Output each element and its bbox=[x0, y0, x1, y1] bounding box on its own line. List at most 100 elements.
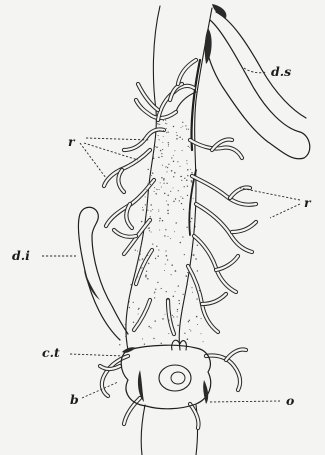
stipple-dot bbox=[129, 307, 130, 308]
stipple-dot bbox=[150, 210, 151, 211]
stipple-dot bbox=[158, 157, 160, 159]
stipple-dot bbox=[142, 258, 143, 259]
stipple-dot bbox=[187, 195, 188, 196]
stipple-dot bbox=[156, 246, 157, 247]
stipple-dot bbox=[189, 147, 190, 148]
stipple-dot bbox=[142, 338, 143, 339]
stipple-dot bbox=[149, 230, 150, 231]
stipple-dot bbox=[135, 279, 136, 280]
stipple-dot bbox=[163, 120, 164, 121]
leader-o bbox=[210, 401, 280, 402]
stipple-dot bbox=[190, 169, 191, 170]
stipple-dot bbox=[166, 291, 167, 292]
stipple-dot bbox=[146, 227, 147, 228]
stipple-dot bbox=[196, 298, 197, 299]
stipple-dot bbox=[130, 284, 132, 286]
stipple-dot bbox=[157, 189, 158, 190]
stipple-dot bbox=[137, 251, 138, 252]
stipple-dot bbox=[173, 155, 174, 156]
stipple-dot bbox=[156, 189, 157, 190]
stipple-dot bbox=[167, 167, 168, 168]
basal-region bbox=[121, 340, 210, 409]
stipple-dot bbox=[148, 228, 149, 229]
stipple-dot bbox=[166, 309, 167, 310]
stipple-dot bbox=[175, 198, 176, 199]
stipple-dot bbox=[195, 226, 196, 227]
stipple-dot bbox=[187, 175, 188, 176]
stipple-dot bbox=[170, 238, 171, 239]
stipple-dot bbox=[141, 221, 143, 223]
stipple-dot bbox=[166, 166, 167, 167]
stipple-dot bbox=[154, 320, 155, 321]
stipple-dot bbox=[163, 136, 164, 137]
stipple-dot bbox=[179, 137, 181, 139]
stipple-dot bbox=[182, 150, 183, 151]
stipple-dot bbox=[177, 325, 179, 327]
stipple-dot bbox=[168, 164, 169, 165]
stipple-dot bbox=[187, 169, 189, 171]
stipple-dot bbox=[137, 321, 138, 322]
stipple-dot bbox=[163, 178, 164, 179]
stipple-dot bbox=[170, 191, 171, 192]
stipple-dot bbox=[164, 270, 165, 271]
stipple-dot bbox=[167, 195, 169, 197]
stipple-dot bbox=[153, 158, 155, 160]
label-r-left: r bbox=[68, 134, 76, 149]
stipple-dot bbox=[162, 142, 163, 143]
stipple-dot bbox=[165, 250, 166, 251]
stipple-dot bbox=[188, 129, 189, 130]
stipple-dot bbox=[147, 169, 148, 170]
stipple-dot bbox=[182, 198, 183, 199]
stipple-dot bbox=[191, 172, 192, 173]
stipple-dot bbox=[154, 187, 155, 188]
stipple-dot bbox=[175, 291, 176, 292]
stipple-dot bbox=[150, 216, 151, 217]
stipple-dot bbox=[160, 343, 161, 344]
stipple-dot bbox=[166, 255, 168, 257]
stipple-dot bbox=[147, 278, 149, 280]
stipple-dot bbox=[158, 249, 159, 250]
stipple-dot bbox=[167, 299, 169, 301]
stipple-dot bbox=[135, 249, 136, 250]
stipple-dot bbox=[187, 272, 188, 273]
stipple-dot bbox=[179, 200, 180, 201]
stipple-dot bbox=[190, 330, 191, 331]
stipple-dot bbox=[161, 177, 163, 179]
stipple-dot bbox=[166, 200, 167, 201]
stipple-dot bbox=[161, 156, 162, 157]
stipple-dot bbox=[145, 275, 147, 277]
stipple-dot bbox=[139, 259, 140, 260]
stipple-dot bbox=[152, 172, 154, 174]
tubule-lumen bbox=[192, 176, 256, 205]
stipple-dot bbox=[165, 167, 166, 168]
stipple-dot bbox=[157, 255, 159, 257]
stipple-dot bbox=[148, 227, 150, 229]
leader-r-left-2 bbox=[80, 143, 106, 178]
stipple-dot bbox=[187, 186, 188, 187]
stipple-dot bbox=[133, 302, 134, 303]
stipple-dot bbox=[150, 327, 151, 328]
stipple-dot bbox=[173, 316, 174, 317]
stipple-dot bbox=[167, 210, 169, 212]
stipple-dot bbox=[179, 166, 180, 167]
stipple-dot bbox=[147, 183, 148, 184]
stipple-dot bbox=[177, 311, 178, 312]
stipple-dot bbox=[154, 191, 155, 192]
stipple-dot bbox=[160, 150, 162, 152]
stipple-dot bbox=[142, 209, 143, 210]
stipple-dot bbox=[142, 207, 143, 208]
stipple-dot bbox=[154, 293, 155, 294]
stipple-dot bbox=[145, 276, 147, 278]
stipple-dot bbox=[168, 144, 169, 145]
stipple-dot bbox=[146, 189, 147, 190]
stipple-dot bbox=[171, 157, 172, 158]
stipple-dot bbox=[173, 201, 174, 202]
stipple-dot bbox=[152, 248, 153, 249]
stipple-dot bbox=[203, 341, 204, 342]
stipple-dot bbox=[166, 123, 167, 124]
stipple-dot bbox=[173, 126, 174, 127]
stipple-dot bbox=[180, 242, 182, 244]
stipple-dot bbox=[178, 300, 179, 301]
stipple-dot bbox=[140, 248, 141, 249]
stipple-dot bbox=[176, 135, 177, 136]
